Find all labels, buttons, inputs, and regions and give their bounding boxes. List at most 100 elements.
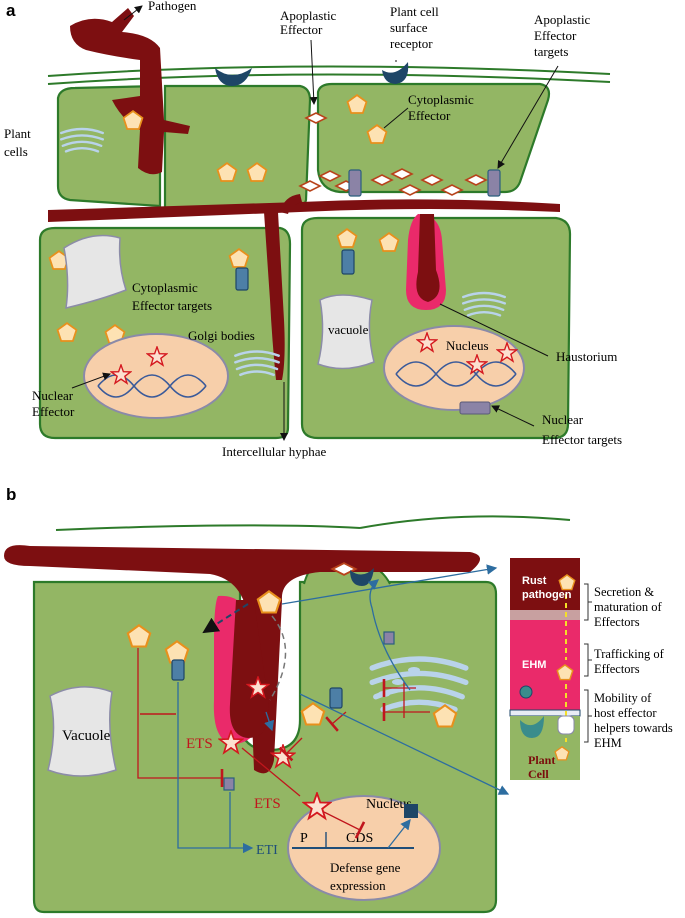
label-line: Secretion &	[594, 585, 654, 599]
label-line: Nuclear	[32, 388, 74, 403]
label-line: Effector	[534, 28, 577, 43]
vesicle-icon	[378, 691, 390, 697]
label-line: Effector targets	[132, 298, 212, 313]
haustorium	[416, 214, 440, 302]
intercellular-hyphae	[48, 199, 560, 222]
brace	[584, 583, 592, 621]
label-line: targets	[534, 44, 568, 59]
cell-wall-line	[55, 524, 361, 531]
plant-cell-upper-right	[316, 82, 551, 194]
surface-receptor-icon	[382, 62, 409, 84]
label-line: Cell	[528, 767, 549, 781]
cytoplasmic-effector-target	[235, 267, 249, 291]
effector-target	[171, 659, 185, 681]
ets-line	[241, 747, 301, 797]
haustorium	[229, 600, 269, 738]
label-line: Effector	[408, 108, 451, 123]
vacuole-shape	[317, 294, 375, 370]
effector-target	[404, 804, 418, 818]
label-line: Plant cell	[390, 4, 439, 19]
effector-target	[383, 631, 395, 645]
label-ets-1: ETS	[186, 736, 213, 752]
dna-icon	[395, 361, 517, 387]
inset-label-rust-pathogen: Rust pathogen	[522, 575, 572, 601]
label-line: surface	[390, 20, 428, 35]
vacuole-shape	[63, 234, 127, 309]
panel-b-letter: b	[6, 485, 16, 504]
label-line: Plant	[4, 126, 31, 141]
cell-wall-line	[47, 65, 611, 77]
vesicle-icon	[408, 667, 420, 673]
label-plant-cells: Plant cells	[4, 126, 31, 159]
label-line: Nuclear	[542, 412, 584, 427]
inset-membrane	[509, 709, 581, 717]
label-line: pathogen	[522, 589, 572, 601]
label-line: Apoplastic	[280, 8, 337, 23]
brace	[584, 643, 592, 677]
label-defense-gene-expression: Defense gene expression	[330, 860, 401, 893]
brace	[584, 689, 592, 743]
nuclear-effector-target	[459, 401, 491, 415]
dna-icon	[395, 361, 517, 387]
zoom-line	[281, 564, 498, 605]
label-line: Cytoplasmic	[408, 92, 474, 107]
label-line: Effector	[32, 404, 75, 419]
arrow	[123, 5, 143, 21]
label-line: Trafficking of	[594, 647, 665, 661]
label-pathogen: Pathogen	[148, 0, 197, 13]
nucleus-shape	[383, 325, 525, 411]
activation-line	[177, 682, 254, 854]
zoom-line	[299, 693, 510, 795]
ets-line	[278, 737, 303, 762]
label-line: Defense gene	[330, 860, 401, 875]
label-line: host effector	[594, 706, 657, 720]
inset-label-ehm: EHM	[522, 659, 546, 671]
label-ets-2: ETS	[254, 796, 281, 812]
label-line: expression	[330, 878, 386, 893]
arrow	[491, 405, 535, 427]
label-line: maturation of	[594, 600, 663, 614]
label-line: Plant	[528, 753, 555, 767]
dna-icon	[97, 374, 207, 398]
label-haustorium: Haustorium	[556, 349, 617, 364]
pathogen-hypha	[4, 545, 480, 774]
label-line: Rust	[522, 575, 547, 587]
vacuole-shape	[47, 686, 117, 777]
activation-line	[367, 579, 411, 691]
cytoplasmic-effector-target	[341, 249, 355, 275]
cell-wall-line	[359, 515, 571, 529]
label-intercellular-hyphae: Intercellular hyphae	[222, 444, 327, 459]
inset-membrane	[510, 610, 580, 620]
label-line: Apoplastic	[534, 12, 591, 27]
helper-protein-icon	[557, 715, 575, 735]
apoplastic-effector-target	[487, 169, 501, 197]
label-line: Effectors	[594, 662, 640, 676]
label-line: cells	[4, 144, 28, 159]
arrow	[439, 303, 549, 357]
label-line: EHM	[594, 736, 622, 750]
cell-wall-line	[47, 73, 611, 85]
label-line: Effector	[280, 22, 323, 37]
arrow	[71, 372, 111, 389]
label-cds: CDS	[346, 831, 373, 846]
effector-target	[223, 777, 235, 791]
hypha-branch	[264, 212, 285, 380]
trafficking-arrow	[269, 615, 287, 701]
ets-line	[323, 811, 366, 839]
receptor-icon	[520, 716, 544, 738]
label-promoter: P	[300, 831, 308, 846]
trafficking-arrow	[202, 603, 249, 634]
label-nucleus-b: Nucleus	[366, 797, 412, 812]
